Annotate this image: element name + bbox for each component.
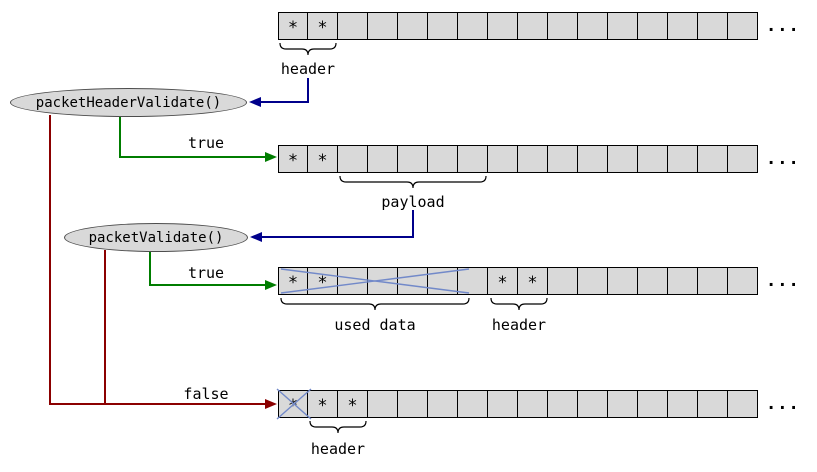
packet-cell (548, 267, 578, 295)
packet-cell: * (338, 390, 368, 418)
packet-cell (578, 390, 608, 418)
packet-cell: * (308, 267, 338, 295)
packet-cell (428, 390, 458, 418)
packet-header-validate-node: packetHeaderValidate() (10, 88, 247, 117)
packet-cell (338, 145, 368, 173)
packet-cell (638, 145, 668, 173)
packet-cell: * (278, 12, 308, 40)
row-ellipsis-4: ... (766, 394, 800, 414)
packet-cell (578, 267, 608, 295)
packet-cell (398, 390, 428, 418)
packet-row-1: ** (278, 12, 758, 40)
packet-cell (608, 390, 638, 418)
header-label-row3: header (491, 316, 547, 334)
payload-brace-row2 (339, 175, 487, 189)
packet-cell (338, 12, 368, 40)
header-to-packetHeaderValidate-arrow (249, 78, 309, 107)
arrowhead-right-icon (265, 280, 277, 290)
packet-cell (548, 145, 578, 173)
packet-cell: * (308, 12, 338, 40)
packet-cell (518, 145, 548, 173)
packet-cell (728, 390, 758, 418)
header-brace-row4 (309, 420, 367, 434)
row-ellipsis-1: ... (766, 16, 800, 36)
packet-cell (638, 267, 668, 295)
packet-cell (458, 12, 488, 40)
packet-cell (398, 12, 428, 40)
packet-cell (608, 145, 638, 173)
packet-cell (428, 145, 458, 173)
packet-cell (398, 145, 428, 173)
packet-cell (668, 12, 698, 40)
true-branch-arrow-1 (119, 117, 277, 162)
packet-cell (458, 390, 488, 418)
row-ellipsis-3: ... (766, 271, 800, 291)
false-label: false (183, 385, 229, 403)
packet-cell (488, 145, 518, 173)
packet-cell: * (308, 390, 338, 418)
packet-cell (668, 390, 698, 418)
packet-cell (728, 12, 758, 40)
packet-cell: * (488, 267, 518, 295)
packet-cell (578, 145, 608, 173)
arrowhead-right-icon (265, 152, 277, 162)
header-label-row4: header (310, 440, 366, 458)
packet-cell (698, 145, 728, 173)
packet-cell (698, 12, 728, 40)
payload-to-packetValidate-arrow (250, 210, 414, 242)
header-label-row1: header (280, 60, 336, 78)
packet-cell (728, 145, 758, 173)
discarded-byte-cross (276, 388, 312, 420)
packet-cell (458, 145, 488, 173)
packet-cell (458, 267, 488, 295)
header-brace-row1 (279, 42, 337, 56)
packet-row-4: *** (278, 390, 758, 418)
row-ellipsis-2: ... (766, 149, 800, 169)
used-data-brace-row3 (280, 297, 470, 311)
packet-cell (728, 267, 758, 295)
header-brace-row3 (490, 297, 548, 311)
packet-validate-node: packetValidate() (64, 223, 248, 252)
packet-cell (668, 267, 698, 295)
packet-cell (398, 267, 428, 295)
packet-header-validate-label: packetHeaderValidate() (35, 94, 222, 111)
packet-cell (668, 145, 698, 173)
packet-cell (488, 390, 518, 418)
packet-cell (368, 145, 398, 173)
packet-cell: * (518, 267, 548, 295)
arrowhead-right-icon (265, 399, 277, 409)
packet-cell (638, 12, 668, 40)
packet-cell (608, 12, 638, 40)
packet-cell (548, 390, 578, 418)
arrowhead-left-icon (249, 97, 261, 107)
packet-cell (608, 267, 638, 295)
payload-label: payload (381, 193, 445, 211)
arrowhead-left-icon (250, 232, 262, 242)
packet-cell (368, 12, 398, 40)
packet-cell (428, 12, 458, 40)
true-label-2: true (187, 264, 225, 282)
packet-cell (578, 12, 608, 40)
packet-cell (338, 267, 368, 295)
true-label-1: true (187, 134, 225, 152)
false-branch-arrow (49, 115, 277, 409)
packet-cell (518, 12, 548, 40)
packet-cell: * (278, 145, 308, 173)
used-data-cross (280, 268, 470, 294)
true-branch-arrow-2 (149, 252, 277, 290)
packet-cell (518, 390, 548, 418)
packet-cell (488, 12, 518, 40)
packet-cell (368, 390, 398, 418)
packet-cell (698, 390, 728, 418)
packet-row-2: ** (278, 145, 758, 173)
packet-cell: * (308, 145, 338, 173)
packet-cell (698, 267, 728, 295)
used-data-label: used data (334, 316, 416, 334)
packet-cell (638, 390, 668, 418)
packet-cell (548, 12, 578, 40)
packet-validate-label: packetValidate() (88, 229, 224, 246)
